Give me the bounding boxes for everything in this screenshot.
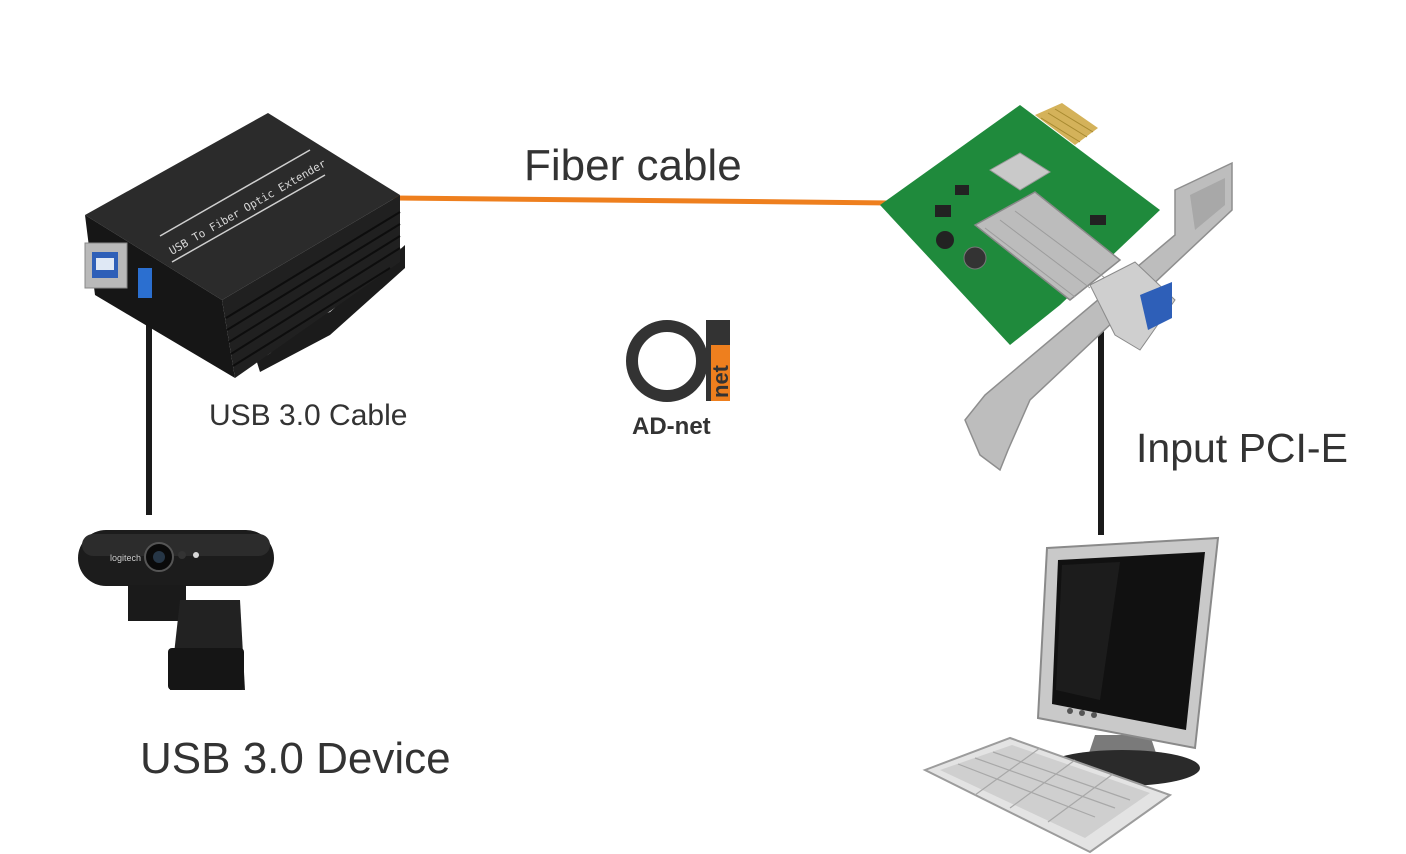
logo-name-text: AD-net bbox=[632, 413, 711, 440]
logo-net-text: net bbox=[708, 364, 733, 398]
label-input-pcie: Input PCI-E bbox=[1136, 425, 1348, 471]
label-usb-device: USB 3.0 Device bbox=[140, 734, 451, 783]
pcie-fiber-card bbox=[880, 103, 1233, 472]
usb-fiber-extender: USB To Fiber Optic Extender bbox=[84, 113, 405, 378]
fiber-cable-line bbox=[392, 195, 898, 206]
label-fiber-cable: Fiber cable bbox=[524, 141, 742, 190]
desktop-computer bbox=[922, 536, 1220, 854]
webcam-brand: logitech bbox=[110, 553, 141, 563]
ad-net-logo: net AD-net bbox=[626, 320, 733, 440]
webcam: logitech bbox=[78, 530, 274, 690]
label-usb-cable: USB 3.0 Cable bbox=[209, 399, 407, 432]
